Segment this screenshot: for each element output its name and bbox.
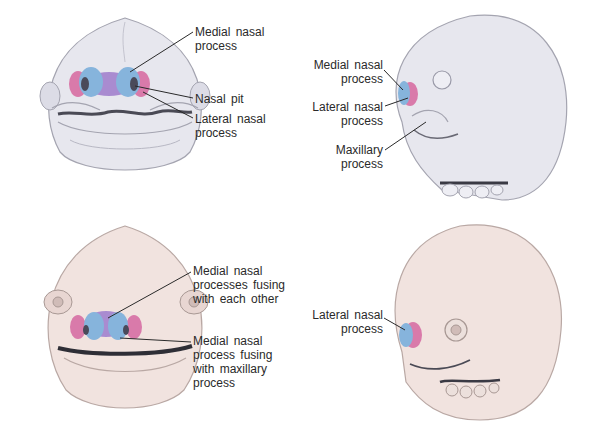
pharyngeal-arch [459,186,473,198]
lateral-nasal-process [70,315,86,339]
stomodeum [58,111,192,115]
leader-line [120,338,191,342]
embryo-head-frontal [40,18,210,170]
auricular-hillock [489,383,499,393]
medial-nasal-process [398,81,410,105]
head-outline [396,15,567,200]
head-outline [49,18,202,170]
structure-label: Lateral nasal process [301,100,383,128]
nostril [83,325,89,335]
stomodeum [414,130,458,138]
eye [445,319,467,341]
embryo-head-lateral [395,225,561,420]
structure-label: Medial nasal process [195,25,277,53]
structure-label: Lateral nasal process [301,308,383,336]
head-outline [395,225,561,420]
auricular-hillock [446,384,458,396]
structure-label: Nasal pit [195,92,277,106]
structure-label: Medial nasal process fusing with maxilla… [193,334,293,390]
leader-line [130,32,193,72]
medial-nasal-process [399,323,413,347]
mouth [410,360,470,369]
forehead-crease [123,22,125,62]
mouth [58,346,192,354]
leader-line [384,70,403,90]
structure-label: Maxillary process [301,143,383,171]
mandibular-arch [58,122,192,134]
pharyngeal-arch [442,184,458,196]
leader-line [108,272,191,318]
nasal-pit [130,77,138,91]
auricular-hillock [474,385,486,397]
embryo-head-frontal [44,226,208,408]
leader-line [143,92,193,118]
auricular-groove [440,380,500,382]
mandible [64,358,186,372]
structure-label: Medial nasal process [301,58,383,86]
medial-nasal-process [116,67,140,97]
leader-line [385,98,408,106]
leader-lines [108,32,426,342]
embryo-head-lateral [396,15,567,200]
nasal-pit [81,77,89,91]
eye [44,290,72,314]
pharyngeal-arch [475,186,489,198]
leader-line [384,318,405,330]
eye [433,71,451,89]
medial-nasal-process [84,312,104,340]
head-outline [48,226,202,408]
lower-arches [70,140,180,149]
eye-pupil [451,325,461,335]
eye-pupil [53,297,63,307]
structure-label: Medial nasal processes fusing with each … [193,264,293,306]
pharyngeal-arch [491,185,503,195]
structure-label: Lateral nasal process [195,112,277,140]
medial-nasal-process [79,67,103,97]
leader-line [385,122,426,150]
nostril [123,325,129,335]
auricular-hillock [460,386,472,398]
maxillary-process [412,110,448,122]
